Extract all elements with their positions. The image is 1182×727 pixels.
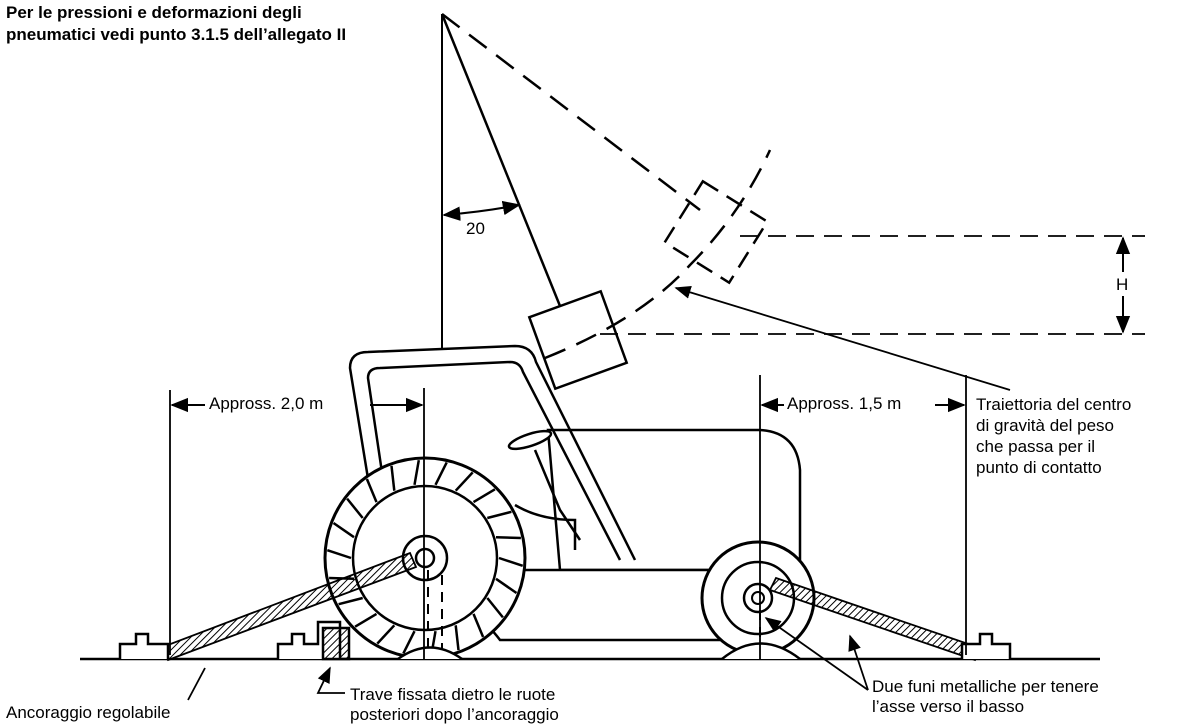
pendulum-weight <box>527 289 629 391</box>
tyre-tread <box>365 478 378 503</box>
tyre-tread <box>332 521 355 539</box>
tyre-tread <box>338 596 364 606</box>
cg-trajectory <box>544 149 772 360</box>
trajectory-leader <box>674 286 1011 391</box>
left-dimension-label: Appross. 2,0 m <box>206 394 327 414</box>
cables-leader-2 <box>764 617 869 691</box>
tyre-tread <box>326 549 352 560</box>
trajectory-note-line2: di gravità del peso <box>976 416 1114 435</box>
pendulum-arm <box>440 13 562 307</box>
engine-hood <box>546 428 802 572</box>
left-anchor <box>118 632 170 659</box>
tyre-tread <box>346 497 364 519</box>
beam-note-line1: Trave fissata dietro le ruote <box>350 685 556 704</box>
tyre-tread <box>486 597 504 619</box>
tyre-tread <box>454 471 474 492</box>
angle-arc <box>442 200 521 221</box>
tyre-tread <box>402 630 416 655</box>
anchor-leader <box>187 667 206 701</box>
trajectory-note-line4: punto di contatto <box>976 458 1102 477</box>
tyre-tread <box>413 459 421 486</box>
beam-note-line2: posteriori dopo l’ancoraggio <box>350 705 559 724</box>
cables-note-line2: l’asse verso il basso <box>872 697 1025 716</box>
cables-note-line1: Due funi metalliche per tenere <box>872 677 1099 696</box>
cables-leader-1 <box>848 634 869 691</box>
tyre-tread <box>454 625 460 651</box>
tyre-tread <box>472 488 496 504</box>
trajectory-note-line3: che passa per il <box>976 437 1096 456</box>
steering-column <box>533 449 582 541</box>
pendulum-weight-raised <box>662 179 770 285</box>
wheel-chock-beam <box>321 626 351 661</box>
right-dimension-label: Appross. 1,5 m <box>784 394 905 414</box>
anchor-label: Ancoraggio regolabile <box>6 703 171 722</box>
tyre-tread <box>495 577 518 595</box>
tyre-tread <box>376 624 396 645</box>
tyre-tread <box>495 535 521 540</box>
steering-wheel <box>507 429 553 451</box>
beam-leader <box>316 666 345 694</box>
right-anchor <box>960 632 1012 659</box>
tyre-tread <box>472 613 485 638</box>
tyre-pressure-note-line2: pneumatici vedi punto 3.1.5 dell’allegat… <box>6 25 347 44</box>
seat <box>514 503 577 550</box>
angle-label: 20 <box>466 219 485 238</box>
tyre-tread <box>486 510 512 520</box>
tyre-tread <box>354 612 378 628</box>
tyre-pressure-note-line1: Per le pressioni e deformazioni degli <box>6 3 302 22</box>
pendulum-arm-raised <box>441 13 701 211</box>
rear-wheel-anchor <box>397 646 463 661</box>
safety-frame-outer <box>348 344 637 561</box>
tyre-tread <box>390 465 396 491</box>
rear-wheel <box>323 456 527 660</box>
tyre-tread <box>434 461 448 486</box>
tyre-tread <box>498 556 524 567</box>
safety-frame-inner <box>366 360 622 561</box>
trajectory-note-line1: Traiettoria del centro <box>976 395 1132 414</box>
height-label: H <box>1116 275 1128 294</box>
